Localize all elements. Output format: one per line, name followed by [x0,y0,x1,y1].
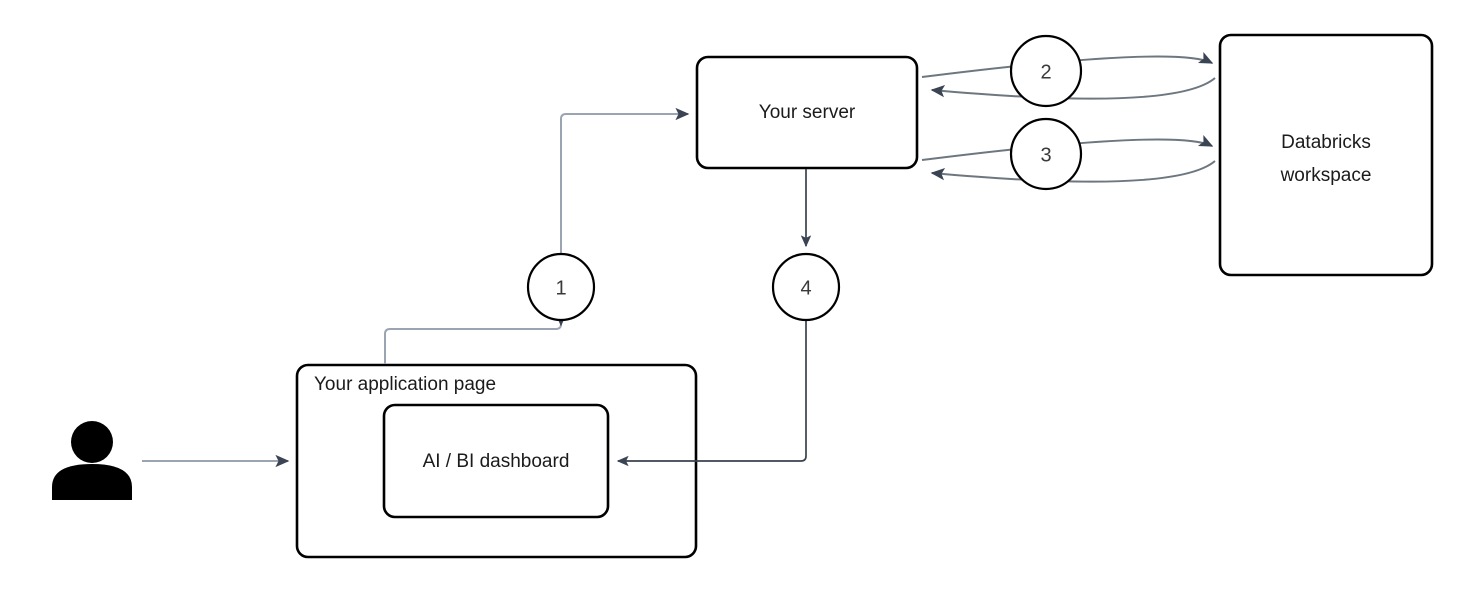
step-4-number: 4 [800,277,811,299]
application-page-label: Your application page [314,374,496,395]
node-your-server[interactable] [695,55,919,170]
user-actor-icon [52,421,132,500]
edge-app-page-to-server [384,107,690,364]
edge-server-to-workspace-upper [921,51,1216,100]
step-3-number: 3 [1040,144,1051,166]
ai-bi-dashboard-label: AI / BI dashboard [423,451,570,472]
node-ai-bi-dashboard[interactable] [382,403,610,519]
step-marker-2: 2 [1009,34,1083,108]
edge-server-to-workspace-lower [921,134,1216,183]
your-server-label: Your server [759,102,856,123]
step-1-number: 1 [555,277,566,299]
step-marker-3: 3 [1009,117,1083,191]
step-2-number: 2 [1040,61,1051,83]
databricks-workspace-label-line2: workspace [1280,165,1372,186]
edge-server-to-dashboard [616,169,812,467]
databricks-workspace-label-line1: Databricks [1281,132,1371,153]
node-databricks-workspace[interactable] [1218,33,1434,277]
step-marker-4: 4 [771,252,841,322]
step-marker-1: 1 [526,252,596,322]
